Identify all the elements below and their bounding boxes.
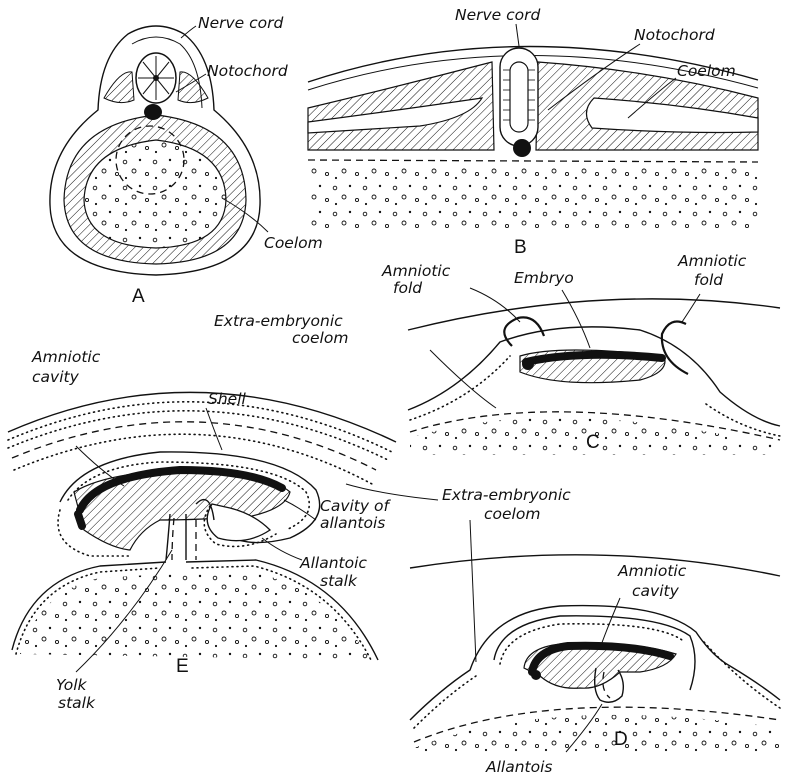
label-allantoic-stalk-2: stalk [320, 572, 358, 590]
panel-d: Amniotic cavity D Allantois [410, 555, 780, 776]
panel-letter-a: A [132, 286, 145, 307]
label-amniotic-fold-right-2: fold [694, 271, 723, 289]
label-amniotic-cavity-e-2: cavity [32, 368, 80, 386]
label-amniotic-cavity-d-1: Amniotic [617, 562, 687, 580]
panel-b: Nerve cord Notochord Coelom B [308, 6, 758, 258]
leader-extra-embryonic-coelom-d [470, 520, 476, 662]
label-extra-embryonic-coelom-shared-1: Extra-embryonic [442, 486, 571, 504]
label-yolk-stalk-2: stalk [58, 694, 96, 712]
label-nerve-cord-a: Nerve cord [198, 14, 284, 32]
label-cavity-of-allantois-1: Cavity of [320, 497, 391, 515]
label-amniotic-fold-right-1: Amniotic [677, 252, 747, 270]
label-extra-embryonic-coelom-c-1: Extra-embryonic [214, 312, 343, 330]
label-cavity-of-allantois-2: allantois [320, 514, 385, 532]
label-yolk-stalk-1: Yolk [56, 676, 88, 694]
label-notochord-a: Notochord [207, 62, 288, 80]
panel-c: Amniotic fold Embryo Amniotic fold Extra… [214, 252, 780, 455]
panel-d-drawing [410, 555, 780, 752]
label-amniotic-fold-left-2: fold [393, 279, 422, 297]
panel-e: Amniotic cavity Shell Cavity of allantoi… [8, 348, 396, 712]
label-extra-embryonic-coelom-c-2: coelom [292, 329, 348, 347]
panel-c-drawing [408, 288, 780, 455]
label-allantois-d: Allantois [485, 758, 552, 776]
label-coelom-a: Coelom [264, 234, 323, 252]
label-coelom-b: Coelom [677, 62, 736, 80]
label-extra-embryonic-coelom-shared-2: coelom [484, 505, 540, 523]
panel-b-drawing [308, 24, 758, 228]
panel-letter-d: D [614, 729, 628, 750]
label-allantoic-stalk-1: Allantoic [299, 554, 367, 572]
label-nerve-cord-b: Nerve cord [455, 6, 541, 24]
label-amniotic-fold-left-1: Amniotic [381, 262, 451, 280]
label-amniotic-cavity-e-1: Amniotic [31, 348, 101, 366]
label-embryo-c: Embryo [514, 269, 574, 287]
label-notochord-b: Notochord [634, 26, 715, 44]
panel-a: Nerve cord Notochord Coelom A [50, 14, 323, 307]
label-amniotic-cavity-d-2: cavity [632, 582, 680, 600]
panel-letter-e: E [176, 656, 189, 677]
label-shell-e: Shell [208, 390, 247, 408]
panel-letter-b: B [514, 237, 527, 258]
panel-letter-c: C [586, 432, 600, 453]
panel-e-drawing [8, 392, 396, 672]
